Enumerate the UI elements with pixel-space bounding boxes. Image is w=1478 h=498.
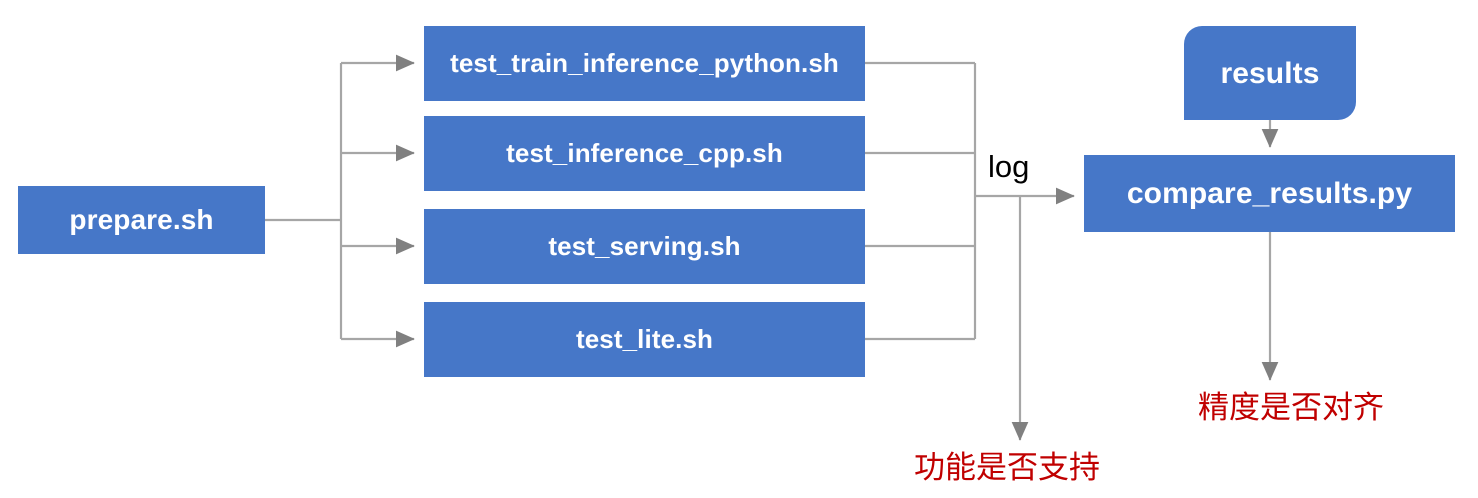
node-test-inference-cpp[interactable]: test_inference_cpp.sh [424,116,865,191]
node-test-serving[interactable]: test_serving.sh [424,209,865,284]
connector-label-log: log [988,149,1030,184]
annotation-precision-aligned: 精度是否对齐 [1198,390,1384,425]
node-compare-results-py[interactable]: compare_results.py [1084,155,1455,232]
node-results[interactable]: results [1184,26,1356,120]
node-test-train-inference-python[interactable]: test_train_inference_python.sh [424,26,865,101]
node-prepare-sh[interactable]: prepare.sh [18,186,265,254]
node-test-lite[interactable]: test_lite.sh [424,302,865,377]
annotation-function-supported: 功能是否支持 [914,450,1100,485]
